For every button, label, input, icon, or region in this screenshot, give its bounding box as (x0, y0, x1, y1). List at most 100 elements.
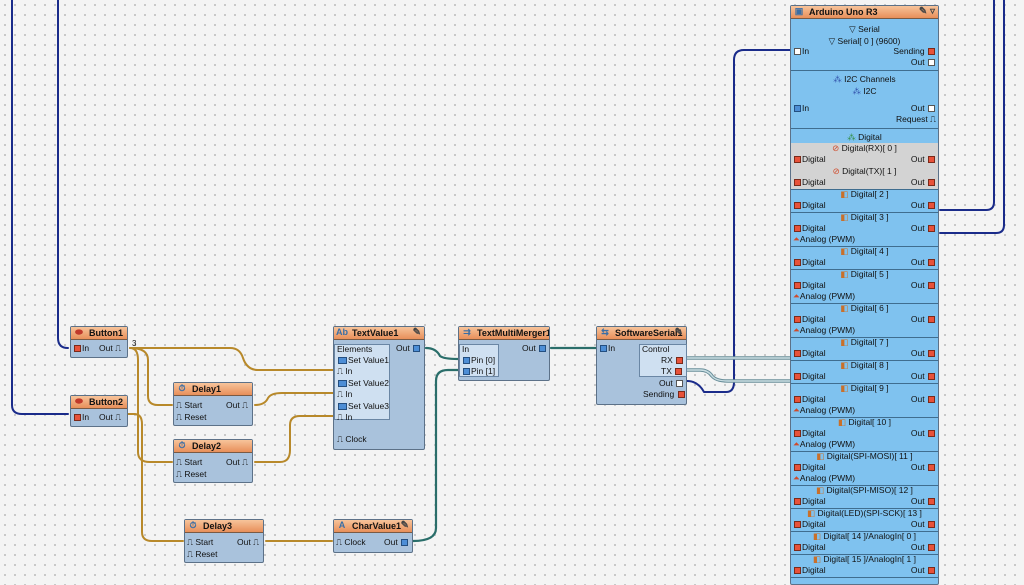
digital-in-pin[interactable]: Digital (793, 462, 826, 472)
delay3-title[interactable]: ⏱ Delay3 (185, 520, 263, 533)
delay1-out-pin[interactable]: Out ⎍ (226, 400, 249, 410)
textvalue1-set3-in[interactable]: ⎍ In (337, 412, 353, 422)
digital-in-pin[interactable]: Digital (793, 428, 826, 438)
softwareserial1-in-pin[interactable]: In (599, 343, 615, 353)
button2-out-pin[interactable]: Out ⎍ (99, 412, 122, 422)
edit-tool-icon[interactable]: ✎ (674, 327, 683, 338)
wire-button1-delay1[interactable] (129, 347, 173, 406)
wire-button1-textvalue-set1[interactable] (129, 347, 334, 371)
digital-out-pin[interactable]: Out (911, 394, 936, 404)
textvalue1-set2-in[interactable]: ⎍ In (337, 389, 353, 399)
textvalue1-component[interactable]: Ab TextValue1 ✎ Elements Set Value1 ⎍ In… (333, 326, 425, 450)
button2-component[interactable]: ⬬ Button2 In Out ⎍ (70, 395, 128, 427)
wire-pin3-button2[interactable] (11, 0, 69, 415)
textvalue1-set1[interactable]: Set Value1 (337, 355, 389, 365)
analog-pwm-pin[interactable]: ⏶Analog (PWM) (793, 405, 856, 415)
button1-out-pin[interactable]: Out ⎍ (99, 343, 122, 353)
button2-title[interactable]: ⬬ Button2 (71, 396, 127, 409)
digital-out-pin[interactable]: Out (911, 348, 936, 358)
digital-in-pin[interactable]: Digital (793, 348, 826, 358)
digital-in-pin[interactable]: Digital (793, 565, 826, 575)
wire-pin2-button1[interactable] (57, 0, 69, 349)
softwareserial1-rx-pin[interactable]: RX (661, 355, 684, 365)
delay1-title[interactable]: ⏱ Delay1 (174, 383, 252, 396)
digital-in-pin[interactable]: Digital (793, 519, 826, 529)
serial-in-pin[interactable]: In (793, 46, 809, 56)
delay2-out-pin[interactable]: Out ⎍ (226, 457, 249, 467)
digital-in-pin[interactable]: Digital (793, 200, 826, 210)
digital-in-pin[interactable]: Digital (793, 154, 826, 164)
arduino-uno-component[interactable]: ▣ Arduino Uno R3 ✎ ▿ ▽ Serial ▽ Serial[ … (790, 5, 939, 585)
wire-delay1-set2[interactable] (254, 392, 334, 406)
arduino-title[interactable]: ▣ Arduino Uno R3 ✎ ▿ (791, 6, 938, 19)
serial-sending-pin[interactable]: Sending (893, 46, 936, 56)
delay1-reset-pin[interactable]: ⎍ Reset (176, 412, 207, 422)
digital-out-pin[interactable]: Out (911, 280, 936, 290)
wire-digital3-out[interactable] (939, 0, 1005, 234)
analog-pwm-pin[interactable]: ⏶Analog (PWM) (793, 473, 856, 483)
digital-in-pin[interactable]: Digital (793, 280, 826, 290)
digital-out-pin[interactable]: Out (911, 496, 936, 506)
serial-out-pin[interactable]: Out (911, 57, 936, 67)
edit-tool-icon[interactable]: ✎ (412, 327, 421, 338)
delay3-reset-pin[interactable]: ⎍ Reset (187, 549, 218, 559)
textvalue1-out-pin[interactable]: Out (396, 343, 421, 353)
digital-in-pin[interactable]: Digital (793, 542, 826, 552)
digital-in-pin[interactable]: Digital (793, 314, 826, 324)
delay1-start-pin[interactable]: ⎍ Start (176, 400, 203, 410)
digital-out-pin[interactable]: Out (911, 154, 936, 164)
i2c-request-pin[interactable]: Request ⎍ (896, 114, 936, 124)
button1-in-pin[interactable]: In (73, 343, 89, 353)
softwareserial1-title[interactable]: ⇆ SoftwareSerial1 ✎ (597, 327, 686, 340)
digital-out-pin[interactable]: Out (911, 177, 936, 187)
digital-out-pin[interactable]: Out (911, 565, 936, 575)
wire-charvalue-merger-pin1[interactable] (411, 368, 460, 543)
charvalue1-clock-pin[interactable]: ⎍ Clock (336, 537, 366, 547)
button1-title[interactable]: ⬬ Button1 (71, 327, 127, 340)
softwareserial1-sending-pin[interactable]: Sending (643, 389, 686, 399)
softwareserial1-tx-pin[interactable]: TX (661, 366, 683, 376)
textvalue1-title[interactable]: Ab TextValue1 ✎ (334, 327, 424, 340)
textmultimerger1-component[interactable]: ⇉ TextMultiMerger1 In Pin [0] Pin [1] Ou… (458, 326, 550, 381)
merger-pin1[interactable]: Pin [1] (462, 366, 495, 376)
delay3-out-pin[interactable]: Out ⎍ (237, 537, 260, 547)
wire-delay2-set3[interactable] (254, 415, 334, 463)
delay1-component[interactable]: ⏱ Delay1 ⎍ Start ⎍ Reset Out ⎍ (173, 382, 253, 426)
digital-out-pin[interactable]: Out (911, 200, 936, 210)
digital-in-pin[interactable]: Digital (793, 257, 826, 267)
charvalue1-component[interactable]: A CharValue1 ✎ ⎍ Clock Out (333, 519, 413, 553)
textvalue1-set2[interactable]: Set Value2 (337, 378, 389, 388)
i2c-out-pin[interactable]: Out (911, 103, 936, 113)
textvalue1-set1-in[interactable]: ⎍ In (337, 366, 353, 376)
delay2-start-pin[interactable]: ⎍ Start (176, 457, 203, 467)
digital-out-pin[interactable]: Out (911, 542, 936, 552)
charvalue1-title[interactable]: A CharValue1 ✎ (334, 520, 412, 533)
wire-digital2-out[interactable] (939, 0, 995, 211)
digital-in-pin[interactable]: Digital (793, 177, 826, 187)
digital-in-pin[interactable]: Digital (793, 223, 826, 233)
merger-pin0[interactable]: Pin [0] (462, 355, 495, 365)
merger-out-pin[interactable]: Out (522, 343, 547, 353)
analog-pwm-pin[interactable]: ⏶Analog (PWM) (793, 234, 856, 244)
textvalue1-set3[interactable]: Set Value3 (337, 401, 389, 411)
digital-out-pin[interactable]: Out (911, 519, 936, 529)
analog-pwm-pin[interactable]: ⏶Analog (PWM) (793, 325, 856, 335)
analog-pwm-pin[interactable]: ⏶Analog (PWM) (793, 291, 856, 301)
softwareserial1-out-pin[interactable]: Out (659, 378, 684, 388)
delay2-title[interactable]: ⏱ Delay2 (174, 440, 252, 453)
digital-out-pin[interactable]: Out (911, 428, 936, 438)
edit-tool-icon[interactable]: ✎ (400, 520, 409, 531)
